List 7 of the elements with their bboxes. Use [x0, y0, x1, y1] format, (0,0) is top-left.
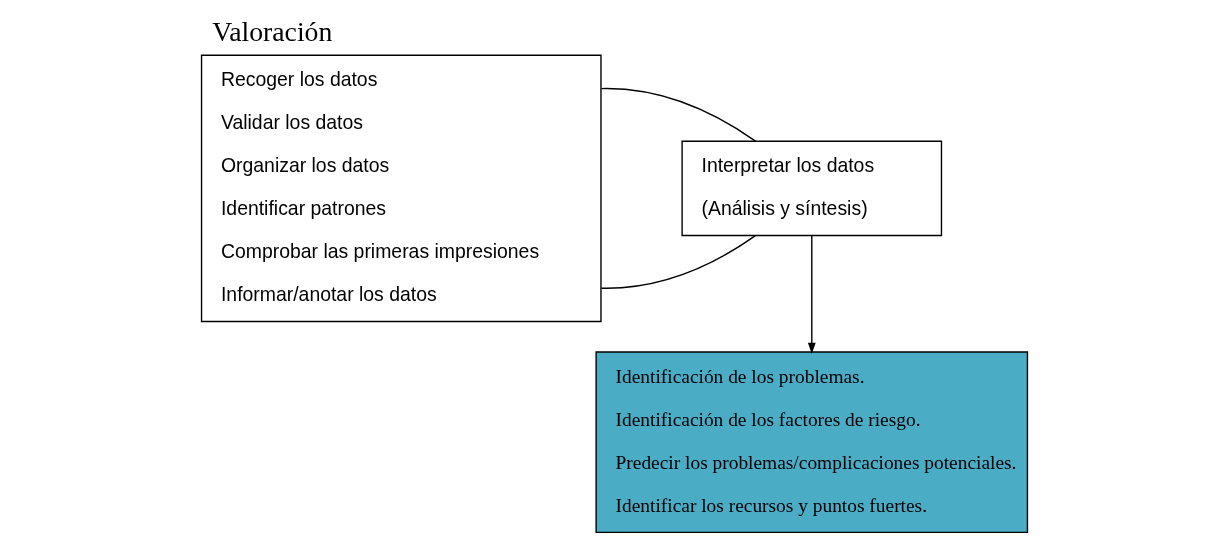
connector [600, 87, 756, 142]
diagram-title: Valoración [211, 16, 332, 48]
node-box: Identificación de los problemas. Identificación de los factores de riesgo. Predecir los problemas/complicaciones potenciales. Identificar los recursos y puntos fuertes. [594, 351, 1028, 534]
node-box: Recoger los datos Validar los datos Organizar los datos Identificar patrones Comprobar las primeras impresiones Informar/anotar los datos [200, 54, 602, 323]
node-box: Interpretar los datos (Análisis y síntesis) [680, 140, 942, 237]
arrow [807, 235, 816, 354]
connector [600, 235, 756, 289]
